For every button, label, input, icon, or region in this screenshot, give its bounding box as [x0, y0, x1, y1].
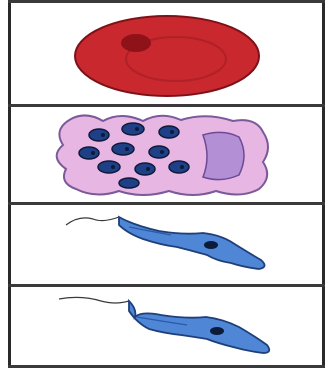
panel-trypomastigote-2 [8, 287, 325, 365]
trypomastigote-icon [11, 287, 322, 365]
kinetoplast-icon [204, 241, 218, 249]
amastigote [122, 123, 144, 135]
red-blood-cell-icon [11, 3, 322, 104]
amastigote [112, 143, 134, 155]
amastigote [89, 129, 109, 141]
panel-red-blood-cell [8, 3, 325, 104]
kinetoplast-icon [210, 327, 224, 335]
rbc-inclusion [121, 34, 151, 52]
amastigote [79, 147, 99, 159]
rbc-body [75, 16, 259, 96]
amastigote [159, 126, 179, 138]
panel-host-cell [8, 107, 325, 202]
amastigote [119, 178, 139, 188]
amastigote [169, 161, 189, 173]
infected-host-cell-icon [11, 107, 322, 202]
parasite-body [129, 301, 269, 353]
flagellum [59, 297, 129, 303]
amastigote [135, 163, 155, 175]
amastigote [149, 146, 169, 158]
panel-trypomastigote-1 [8, 205, 325, 284]
flagellum [66, 217, 119, 225]
amastigote [98, 161, 120, 173]
host-nucleus [203, 132, 244, 179]
trypomastigote-icon [11, 205, 322, 284]
parasite-body [119, 217, 265, 269]
